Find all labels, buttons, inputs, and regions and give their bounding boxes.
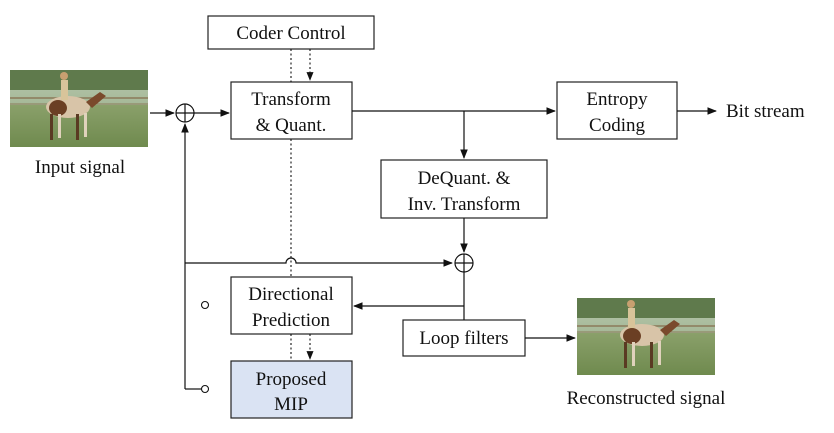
bit-stream-label: Bit stream <box>726 101 805 122</box>
switch-contact-mip <box>200 384 210 394</box>
mip-label-line1: Proposed <box>256 369 327 390</box>
dequant-inv-transform-block <box>380 159 548 219</box>
entropy-label-line2: Coding <box>589 115 645 136</box>
input-signal-label: Input signal <box>35 157 125 178</box>
directional-label-line2: Prediction <box>252 310 331 331</box>
coder-control-label: Coder Control <box>236 23 345 44</box>
transform-label-line1: Transform <box>251 89 331 110</box>
transform-label-line2: & Quant. <box>256 115 327 136</box>
reconstructed-image <box>577 298 715 375</box>
entropy-label-line1: Entropy <box>586 89 648 110</box>
coder-control-block <box>207 15 375 50</box>
mip-label-line2: MIP <box>274 394 308 415</box>
input-image <box>10 70 148 147</box>
directional-label-line1: Directional <box>248 284 333 305</box>
proposed-mip-block <box>230 360 353 419</box>
dequant-label-line1: DeQuant. & <box>418 168 511 189</box>
loop-filters-label: Loop filters <box>419 328 508 349</box>
connections <box>150 49 717 390</box>
dequant-label-line2: Inv. Transform <box>408 194 521 215</box>
input-sum-junction <box>175 103 195 123</box>
directional-prediction-block <box>230 276 353 335</box>
reconstruction-sum-junction <box>454 253 474 273</box>
switch-contact-directional <box>200 300 210 310</box>
entropy-coding-block <box>556 81 678 140</box>
reconstructed-signal-label: Reconstructed signal <box>567 388 726 409</box>
